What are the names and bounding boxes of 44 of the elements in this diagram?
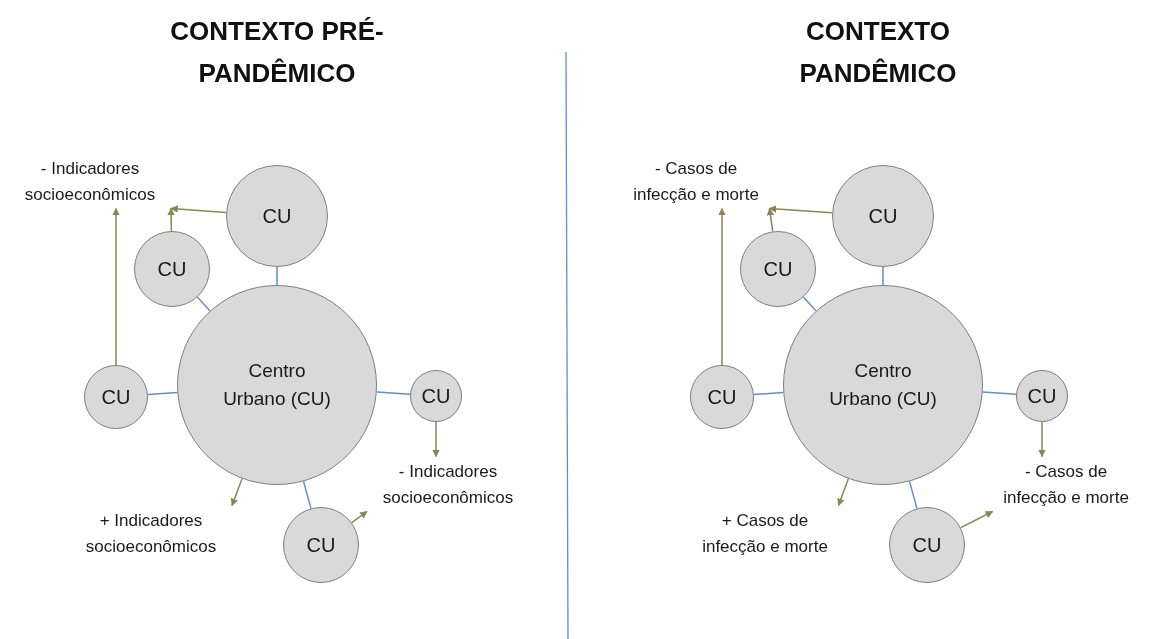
connector-line bbox=[908, 480, 918, 510]
outcome-text: + Indicadores socioeconômicos bbox=[70, 505, 232, 561]
circle-label: CU bbox=[868, 203, 898, 229]
connector-line bbox=[802, 296, 817, 312]
circle-label: Centro Urbano (CU) bbox=[828, 359, 938, 411]
city-circle bbox=[410, 370, 462, 422]
connector-line bbox=[882, 266, 884, 286]
outcome-text: - Casos de infecção e morte bbox=[622, 153, 770, 209]
city-circle bbox=[1016, 370, 1068, 422]
circle-label: CU bbox=[306, 532, 336, 558]
arrow bbox=[768, 205, 833, 214]
connector-line bbox=[982, 391, 1017, 395]
circle-label: CU bbox=[707, 384, 737, 410]
arrow bbox=[1038, 421, 1046, 458]
arrow bbox=[432, 421, 440, 458]
arrow bbox=[718, 207, 726, 366]
circle-label: CU bbox=[1027, 383, 1057, 409]
connector-line bbox=[147, 391, 179, 396]
outcome-text: - Casos de infecção e morte bbox=[992, 456, 1140, 512]
connector-line bbox=[196, 296, 211, 312]
arrow bbox=[960, 510, 994, 529]
arrow bbox=[167, 207, 175, 232]
circle-label: CU bbox=[101, 384, 131, 410]
panel-heading: CONTEXTO PANDÊMICO bbox=[798, 15, 958, 90]
panel-heading: CONTEXTO PRÉ-PANDÊMICO bbox=[169, 15, 385, 90]
circle-label: CU bbox=[157, 256, 187, 282]
arrow bbox=[170, 205, 227, 214]
circle-label: CU bbox=[912, 532, 942, 558]
connector-line bbox=[753, 391, 785, 396]
arrow bbox=[350, 510, 368, 524]
outcome-text: - Indicadores socioeconômicos bbox=[367, 456, 529, 512]
arrow bbox=[230, 477, 243, 507]
circle-label: CU bbox=[421, 383, 451, 409]
outcome-text: + Casos de infecção e morte bbox=[691, 505, 839, 561]
arrow bbox=[112, 207, 120, 366]
connector-line bbox=[302, 480, 312, 510]
connector-line bbox=[276, 266, 278, 286]
circle-label: CU bbox=[763, 256, 793, 282]
arrow bbox=[837, 478, 850, 507]
outcome-text: - Indicadores socioeconômicos bbox=[9, 153, 171, 209]
circle-label: CU bbox=[262, 203, 292, 229]
connector-line bbox=[376, 391, 411, 395]
arrow bbox=[766, 207, 775, 233]
circle-label: Centro Urbano (CU) bbox=[222, 359, 332, 411]
